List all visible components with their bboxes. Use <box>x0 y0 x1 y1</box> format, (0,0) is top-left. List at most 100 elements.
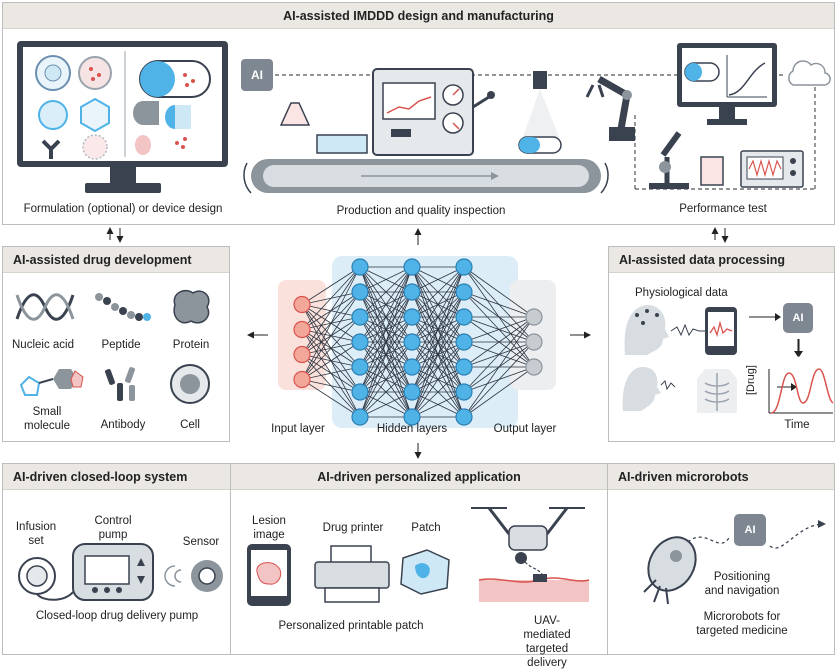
closed-loop-title: AI-driven closed-loop system <box>3 464 230 490</box>
ai-microrobot-icon: AI <box>734 514 766 546</box>
nn-edge <box>359 266 413 318</box>
nn-node <box>403 258 421 276</box>
nn-edge <box>411 391 465 418</box>
nn-edge <box>463 341 535 418</box>
microrobots-panel: AI-driven microrobots AI Positioning and… <box>607 463 835 655</box>
nn-edge <box>301 291 361 380</box>
nn-edge <box>463 316 535 418</box>
nn-node <box>351 283 369 301</box>
personalized-title: AI-driven personalized application <box>231 464 607 490</box>
ai-chip-icon: AI <box>241 59 273 91</box>
nn-node <box>455 308 473 326</box>
nn-node <box>351 333 369 351</box>
nn-edge <box>359 391 413 418</box>
drug-item-label: Nucleic acid <box>12 339 74 351</box>
nn-node <box>525 358 543 376</box>
microrobots-title: AI-driven microrobots <box>608 464 834 490</box>
nn-edge <box>359 266 413 418</box>
production-line <box>243 68 609 194</box>
nn-node <box>403 333 421 351</box>
performance-monitor <box>677 43 777 125</box>
nn-node <box>525 308 543 326</box>
process-arrows <box>749 313 802 357</box>
drug-item-label: Peptide <box>101 339 141 351</box>
nn-edge <box>359 266 413 343</box>
torso-xray-icon <box>697 369 737 413</box>
lab-instruments <box>649 131 804 189</box>
patch-label: Patch <box>411 522 441 534</box>
nn-edge <box>359 291 413 418</box>
microrobots-caption: Microrobots for targeted medicine <box>696 611 788 637</box>
nn-node <box>293 295 311 314</box>
nn-edge <box>463 266 535 318</box>
performance-label: Performance test <box>679 203 767 215</box>
top-panel-title: AI-assisted IMDDD design and manufacturi… <box>3 3 834 29</box>
nn-edge <box>411 266 465 343</box>
nn-edge <box>301 379 361 418</box>
hidden-layers-label: Hidden layers <box>376 423 448 435</box>
nn-node <box>351 308 369 326</box>
nn-node <box>455 408 473 426</box>
uav-drone-icon <box>471 507 590 602</box>
formulation-monitor <box>17 41 228 193</box>
nn-edge <box>359 266 413 393</box>
nn-node <box>403 308 421 326</box>
nn-edge <box>463 291 535 318</box>
nn-edge <box>411 266 465 393</box>
output-layer-label: Output layer <box>493 423 557 435</box>
ai-microrobot-text: AI <box>744 524 756 536</box>
microrobot-icon <box>643 520 826 605</box>
nn-edge <box>301 266 361 305</box>
data-processing-panel: AI-assisted data processing Physiologica… <box>608 246 835 442</box>
uav-caption: UAV-mediated targeted delivery <box>523 615 571 669</box>
nn-edge <box>301 316 361 380</box>
nucleic-acid-icon <box>15 293 75 321</box>
drug-axis-label: [Drug] <box>745 365 757 395</box>
protein-icon <box>173 289 210 324</box>
neural-network-diagram <box>278 256 556 428</box>
nn-edge <box>359 341 413 418</box>
cell-icon <box>170 364 210 404</box>
nn-node <box>293 320 311 339</box>
patch-icon <box>400 549 450 595</box>
closed-loop-caption: Closed-loop drug delivery pump <box>35 610 199 622</box>
peptide-icon <box>95 293 151 321</box>
cloud-icon <box>788 60 831 86</box>
positioning-label: Positioning and navigation <box>704 571 780 597</box>
personalized-caption: Personalized printable patch <box>278 620 424 632</box>
nn-edge <box>301 341 361 380</box>
drug-item-label: Cell <box>180 419 200 431</box>
ai-brain-text: AI <box>792 312 804 324</box>
nn-node <box>455 333 473 351</box>
nn-node <box>351 383 369 401</box>
nn-edge <box>359 266 413 368</box>
infusion-set-label: Infusion set <box>15 521 57 547</box>
ai-brain-icon: AI <box>783 303 813 333</box>
drug-development-panel: AI-assisted drug development Nucleic aci… <box>2 246 230 442</box>
nn-edge <box>359 316 413 418</box>
drug-item-label: Protein <box>172 339 210 351</box>
closed-loop-pump-illustration <box>18 543 223 601</box>
nn-edge <box>411 291 465 418</box>
nn-node <box>351 258 369 276</box>
nn-edge <box>411 266 465 293</box>
data-processing-title: AI-assisted data processing <box>609 247 834 273</box>
control-pump-label: Control pump <box>94 515 132 541</box>
nn-node <box>403 283 421 301</box>
nn-edge <box>301 266 361 355</box>
production-label: Production and quality inspection <box>336 205 506 217</box>
sensor-label: Sensor <box>182 536 220 548</box>
nn-edge <box>411 266 465 368</box>
nn-node <box>293 370 311 389</box>
head-eeg-icon <box>624 305 705 355</box>
nn-node <box>293 345 311 364</box>
nn-edge <box>411 316 465 418</box>
robot-arm-icon <box>585 75 635 141</box>
top-panel: AI-assisted IMDDD design and manufacturi… <box>2 2 835 225</box>
nn-edge <box>359 366 413 418</box>
nn-node <box>351 358 369 376</box>
drug-printer-label: Drug printer <box>322 522 384 534</box>
formulation-label: Formulation (optional) or device design <box>23 203 223 215</box>
nn-edge <box>301 379 361 393</box>
nn-edge <box>463 366 535 418</box>
